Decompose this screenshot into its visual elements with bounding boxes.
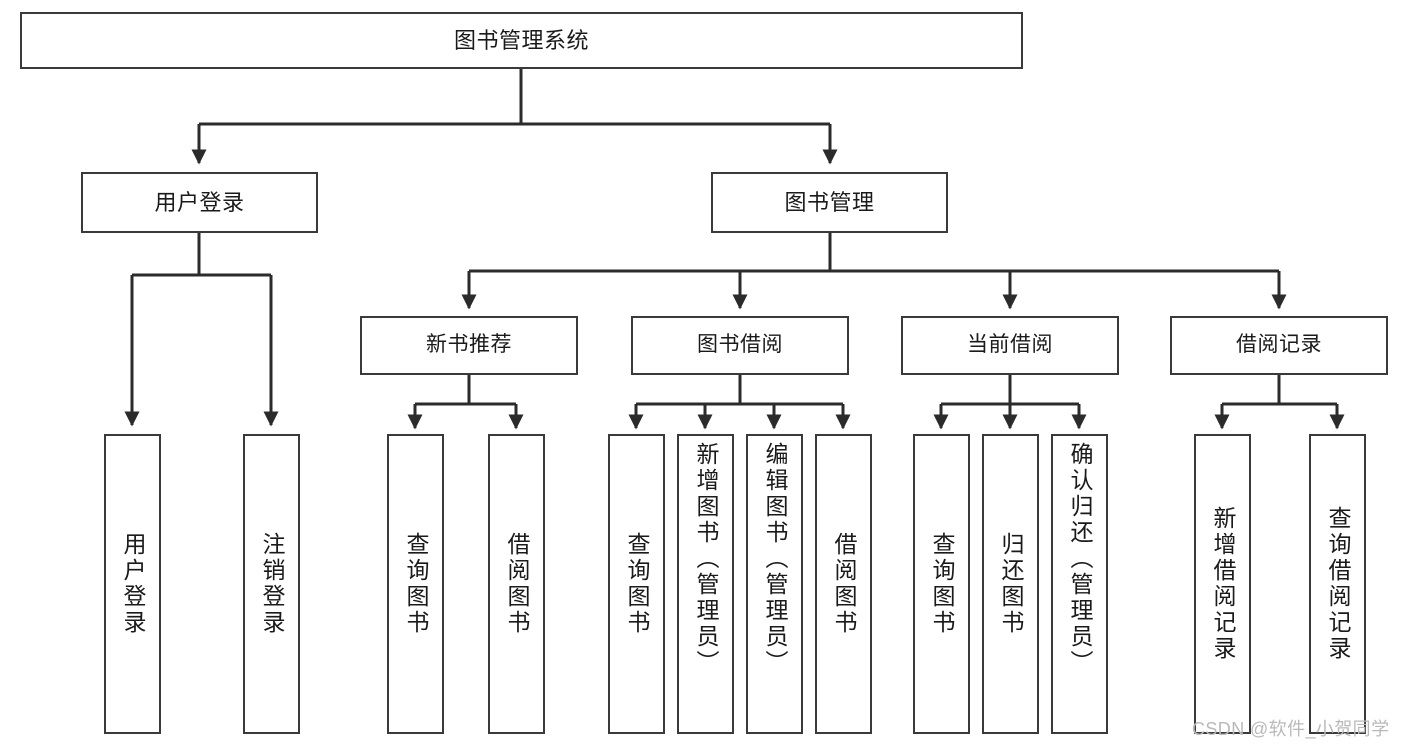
node-new-book-recommend[interactable]: 新书推荐 bbox=[360, 316, 578, 375]
node-leaf-query-record-label: 查询借阅记录 bbox=[1325, 506, 1351, 662]
node-leaf-borrow-book-2-label: 借阅图书 bbox=[831, 532, 857, 636]
node-leaf-borrow-book-2[interactable]: 借阅图书 bbox=[815, 434, 872, 734]
node-leaf-borrow-book-1-label: 借阅图书 bbox=[504, 532, 530, 636]
node-leaf-user-login-label: 用户登录 bbox=[120, 532, 146, 636]
node-leaf-logout-login[interactable]: 注销登录 bbox=[243, 434, 300, 734]
node-leaf-add-record-label: 新增借阅记录 bbox=[1210, 506, 1236, 662]
csdn-watermark: CSDN @软件_小贺同学 bbox=[1192, 719, 1390, 739]
node-leaf-add-book[interactable]: 新增图书（管理员） bbox=[677, 434, 734, 734]
node-user-login-label: 用户登录 bbox=[154, 189, 245, 215]
node-leaf-query-book-1[interactable]: 查询图书 bbox=[387, 434, 444, 734]
node-leaf-add-book-label: 新增图书（管理员） bbox=[693, 442, 719, 676]
node-book-manage-label: 图书管理 bbox=[784, 189, 875, 215]
node-leaf-query-book-3-label: 查询图书 bbox=[929, 532, 955, 636]
node-leaf-logout-login-label: 注销登录 bbox=[259, 532, 285, 636]
node-book-manage[interactable]: 图书管理 bbox=[711, 172, 948, 233]
node-leaf-confirm-return-label: 确认归还（管理员） bbox=[1067, 442, 1093, 676]
node-leaf-add-record[interactable]: 新增借阅记录 bbox=[1194, 434, 1251, 734]
node-leaf-confirm-return[interactable]: 确认归还（管理员） bbox=[1051, 434, 1108, 734]
node-leaf-query-book-3[interactable]: 查询图书 bbox=[913, 434, 970, 734]
node-book-borrow-label: 图书借阅 bbox=[697, 333, 783, 357]
node-root[interactable]: 图书管理系统 bbox=[20, 12, 1023, 69]
node-book-borrow[interactable]: 图书借阅 bbox=[631, 316, 849, 375]
node-new-book-recommend-label: 新书推荐 bbox=[426, 333, 512, 357]
node-leaf-user-login[interactable]: 用户登录 bbox=[104, 434, 161, 734]
node-borrow-record-label: 借阅记录 bbox=[1236, 333, 1322, 357]
node-current-borrow[interactable]: 当前借阅 bbox=[901, 316, 1119, 375]
node-leaf-query-book-1-label: 查询图书 bbox=[403, 532, 429, 636]
node-leaf-borrow-book-1[interactable]: 借阅图书 bbox=[488, 434, 545, 734]
node-leaf-query-record[interactable]: 查询借阅记录 bbox=[1309, 434, 1366, 734]
node-user-login[interactable]: 用户登录 bbox=[81, 172, 318, 233]
node-current-borrow-label: 当前借阅 bbox=[967, 333, 1053, 357]
node-leaf-return-book[interactable]: 归还图书 bbox=[982, 434, 1039, 734]
node-leaf-return-book-label: 归还图书 bbox=[998, 532, 1024, 636]
node-leaf-query-book-2-label: 查询图书 bbox=[624, 532, 650, 636]
node-root-label: 图书管理系统 bbox=[453, 27, 589, 53]
node-leaf-edit-book-label: 编辑图书（管理员） bbox=[762, 442, 788, 676]
node-leaf-query-book-2[interactable]: 查询图书 bbox=[608, 434, 665, 734]
node-leaf-edit-book[interactable]: 编辑图书（管理员） bbox=[746, 434, 803, 734]
node-borrow-record[interactable]: 借阅记录 bbox=[1170, 316, 1388, 375]
